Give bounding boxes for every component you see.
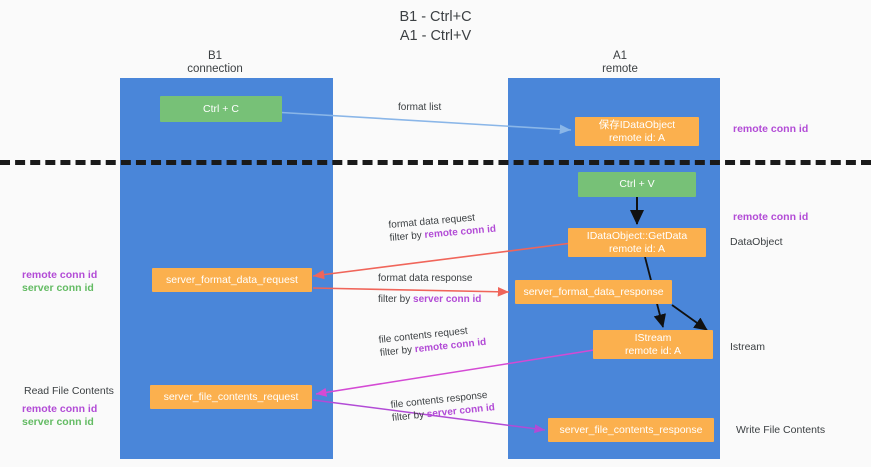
filter-prefix: filter by (389, 229, 426, 244)
title-line-1: B1 - Ctrl+C (399, 9, 472, 25)
column-header-b1: B1 connection (150, 50, 280, 76)
node-idataobject-getdata[interactable]: IDataObject::GetData remote id: A (568, 228, 706, 257)
node-ctrl-v-label: Ctrl + V (619, 178, 655, 191)
phase-divider (0, 160, 871, 165)
node-getdata-line2: remote id: A (608, 242, 666, 255)
node-store-dataobject-line2: remote id: A (608, 131, 666, 144)
node-store-dataobject-line1: 保存IDataObject (598, 119, 676, 131)
column-b1-name: B1 (207, 50, 223, 62)
node-ctrl-c-label: Ctrl + C (203, 102, 239, 115)
column-a1-role: remote (602, 63, 638, 75)
node-server-format-data-request[interactable]: server_format_data_request (152, 268, 312, 292)
edge-label-format-data-response: format data response filter by server co… (378, 272, 481, 306)
node-server-format-data-response-label: server_format_data_response (523, 285, 664, 298)
node-istream[interactable]: IStream remote id: A (593, 330, 713, 359)
edge-label-file-contents-response: file contents response filter by server … (390, 388, 496, 425)
edge-label-format-data-response-filter: filter by server conn id (378, 293, 481, 306)
node-istream-line2: remote id: A (624, 344, 682, 357)
annotation-right-remote-conn-id-top: remote conn id (733, 123, 809, 135)
diagram-title: B1 - Ctrl+C A1 - Ctrl+V (0, 8, 871, 46)
annotation-left-remote-conn-id-bottom: remote conn id (22, 403, 98, 415)
column-header-a1: A1 remote (555, 50, 685, 76)
annotation-right-write-file-contents: Write File Contents (736, 424, 826, 436)
filter-key-server-conn-id: server conn id (413, 294, 482, 305)
node-ctrl-c[interactable]: Ctrl + C (160, 96, 282, 122)
edge-label-file-contents-request: file contents request filter by remote c… (378, 323, 487, 360)
annotation-left-remote-conn-id-mid: remote conn id (22, 269, 98, 281)
annotation-right-dataobject: DataObject (730, 236, 783, 248)
filter-prefix: filter by (379, 344, 416, 359)
node-istream-line1: IStream (634, 332, 672, 344)
edge-label-format-data-request: format data request filter by remote con… (388, 210, 497, 245)
edge-label-format-list: format list (398, 102, 442, 113)
edge-label-format-data-response-main: format data response (378, 273, 473, 284)
node-server-file-contents-response-label: server_file_contents_response (559, 423, 703, 436)
node-server-format-data-request-label: server_format_data_request (166, 273, 298, 286)
node-ctrl-v[interactable]: Ctrl + V (578, 172, 696, 197)
node-server-file-contents-response[interactable]: server_file_contents_response (548, 418, 714, 442)
annotation-left-read-file-contents: Read File Contents (24, 385, 114, 397)
column-a1-name: A1 (612, 50, 628, 62)
annotation-left-server-conn-id-bottom: server conn id (22, 416, 94, 428)
annotation-left-server-conn-id-mid: server conn id (22, 282, 94, 294)
annotation-right-istream: Istream (730, 341, 766, 353)
node-server-file-contents-request-label: server_file_contents_request (163, 390, 299, 403)
title-line-2: A1 - Ctrl+V (399, 28, 472, 44)
node-server-format-data-response[interactable]: server_format_data_response (515, 280, 672, 304)
node-getdata-line1: IDataObject::GetData (586, 230, 688, 242)
annotation-right-remote-conn-id-mid: remote conn id (733, 211, 809, 223)
filter-prefix: filter by (391, 409, 428, 424)
filter-prefix: filter by (378, 294, 414, 305)
column-b1-role: connection (187, 63, 243, 75)
node-server-file-contents-request[interactable]: server_file_contents_request (150, 385, 312, 409)
node-store-dataobject[interactable]: 保存IDataObject remote id: A (575, 117, 699, 146)
